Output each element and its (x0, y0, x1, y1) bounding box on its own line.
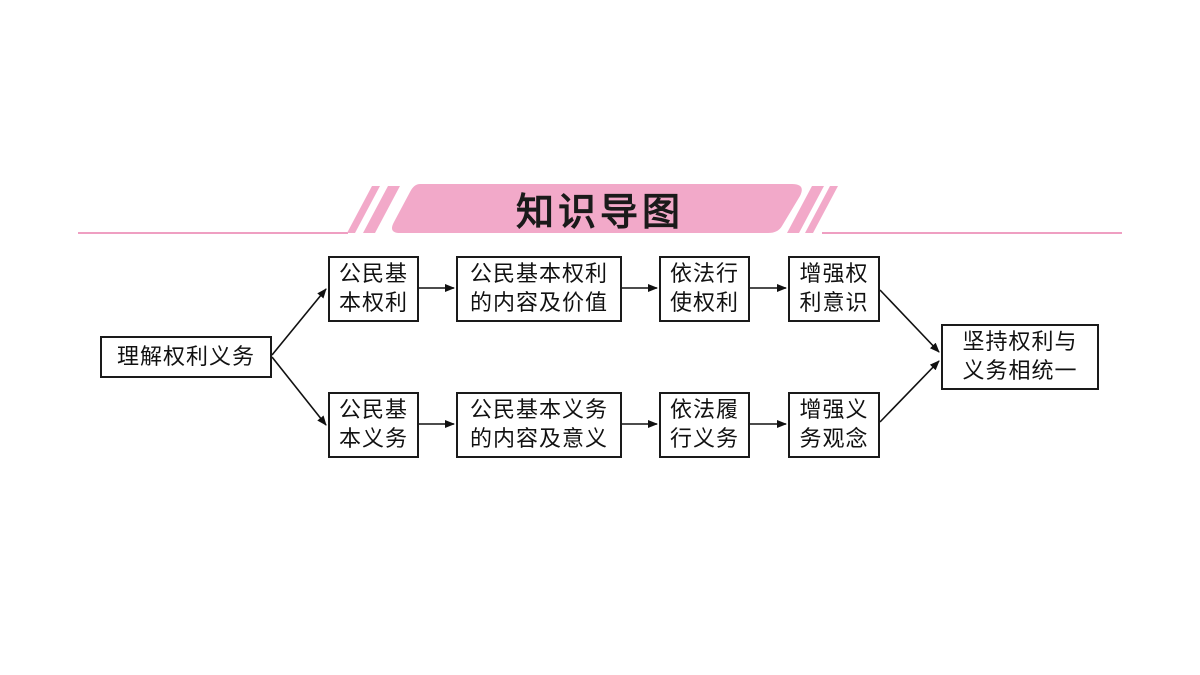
node-label-line1: 理解权利义务 (116, 344, 255, 370)
node-rights-awareness: 增强权 利意识 (788, 256, 880, 322)
node-label-line2: 的内容及价值 (469, 291, 608, 316)
node-label-line2: 使权利 (669, 291, 739, 316)
banner-stripe-left-2 (363, 186, 400, 233)
connectors (271, 284, 940, 428)
node-label-line1: 公民基本义务 (469, 398, 608, 423)
banner-shape (392, 184, 802, 233)
node-label-line1: 依法行 (669, 262, 739, 287)
banner-stripe-right-1 (787, 186, 824, 233)
arrow-root-to-rights (271, 288, 327, 356)
node-label-line2: 务观念 (799, 427, 869, 452)
banner-stripe-right-2 (805, 186, 838, 233)
node-label-line2: 本义务 (338, 427, 408, 452)
node-label-line2: 的内容及意义 (469, 427, 608, 452)
node-exercise-rights: 依法行 使权利 (659, 256, 750, 322)
node-label-line1: 增强权 (799, 262, 869, 287)
node-rights-content-value: 公民基本权利 的内容及价值 (456, 256, 622, 322)
arrow-rights-awareness-to-unity (879, 289, 940, 353)
page-title: 知识导图 (515, 189, 684, 234)
node-label-line2: 本权利 (338, 291, 408, 316)
arrow-root-to-duties (271, 356, 327, 426)
node-label-line2: 行义务 (669, 427, 739, 452)
node-basic-rights: 公民基 本权利 (328, 256, 419, 322)
node-unity-rights-duties: 坚持权利与 义务相统一 (941, 324, 1099, 390)
node-duties-content-meaning: 公民基本义务 的内容及意义 (456, 392, 622, 458)
arrow-duties-concept-to-unity (879, 360, 940, 423)
node-basic-duties: 公民基 本义务 (328, 392, 419, 458)
node-label-line2: 义务相统一 (962, 359, 1078, 384)
node-label-line1: 公民基 (338, 398, 408, 423)
node-label-line1: 增强义 (799, 398, 869, 423)
node-label-line1: 公民基本权利 (469, 262, 608, 287)
node-label-line2: 利意识 (799, 291, 869, 316)
node-label-line1: 依法履 (669, 398, 739, 423)
node-duties-concept: 增强义 务观念 (788, 392, 880, 458)
node-perform-duties: 依法履 行义务 (659, 392, 750, 458)
node-label-line1: 坚持权利与 (962, 330, 1078, 355)
title-banner (78, 184, 1122, 234)
banner-stripe-left-1 (347, 186, 380, 233)
node-label-line1: 公民基 (338, 262, 408, 287)
node-understand-rights-duties: 理解权利义务 (100, 336, 272, 378)
